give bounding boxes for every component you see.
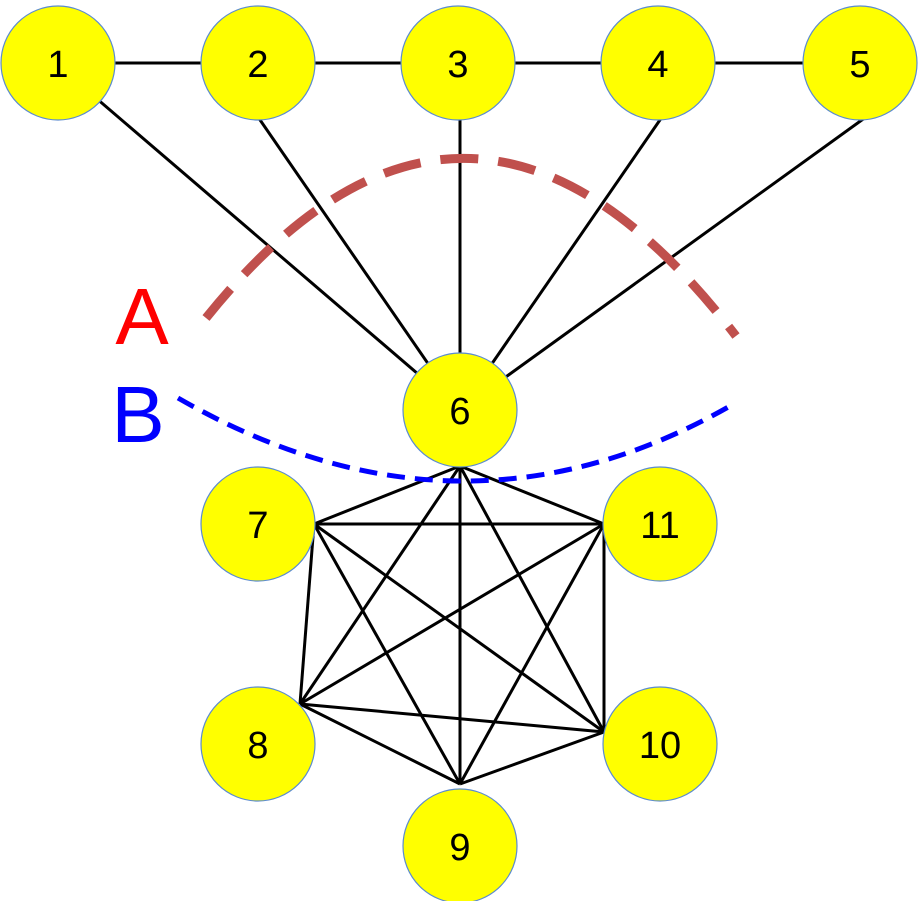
edge-8-10 (299, 702, 605, 734)
node-label: 5 (849, 44, 870, 86)
node-circle (802, 5, 918, 121)
node-label: 2 (247, 44, 268, 86)
node-label: 6 (449, 391, 470, 433)
node-circle (0, 5, 116, 121)
cut-arc-a (202, 154, 740, 339)
node-circle (200, 5, 316, 121)
node-1: 1 (0, 5, 116, 121)
node-circle (602, 466, 718, 582)
node-circle (200, 466, 316, 582)
edge-7-8 (298, 523, 316, 705)
node-6: 6 (402, 352, 518, 468)
cut-label-b: B (111, 370, 164, 459)
node-label: 10 (639, 725, 681, 767)
edge-layer (58, 61, 867, 786)
node-3: 3 (400, 5, 516, 121)
node-label: 9 (449, 827, 470, 869)
node-label: 11 (640, 505, 679, 547)
node-11: 11 (602, 466, 718, 582)
node-label: 1 (47, 44, 68, 86)
edge-9-11 (458, 523, 606, 785)
edge-2-6 (256, 116, 462, 411)
edge-5-6 (459, 115, 867, 412)
node-circle (200, 686, 316, 802)
edge-7-10 (313, 522, 605, 734)
node-label: 8 (247, 725, 268, 767)
node-2: 2 (200, 5, 316, 121)
node-circle (402, 352, 518, 468)
node-5: 5 (802, 5, 918, 121)
node-label: 3 (447, 44, 468, 86)
edge-1-6 (95, 96, 461, 412)
edge-6-11 (459, 464, 605, 526)
node-9: 9 (402, 788, 518, 901)
node-circle (602, 686, 718, 802)
node-circle (400, 5, 516, 121)
edge-6-10 (458, 465, 606, 733)
edge-8-11 (299, 522, 605, 706)
edge-9-10 (459, 730, 605, 786)
cut-label-a: A (115, 272, 169, 361)
node-label: 4 (647, 44, 668, 86)
node-4: 4 (600, 5, 716, 121)
node-8: 8 (200, 686, 316, 802)
edge-6-7 (313, 464, 461, 526)
node-7: 7 (200, 466, 316, 582)
edge-6-8 (298, 465, 462, 705)
node-10: 10 (602, 686, 718, 802)
edge-8-9 (299, 702, 461, 786)
cut-arc-b (176, 395, 732, 484)
node-circle (600, 5, 716, 121)
node-circle (402, 788, 518, 901)
node-label: 7 (247, 505, 268, 547)
node-layer: 1 2 3 4 5 6 7 8 9 10 11 (0, 5, 918, 901)
edge-4-6 (458, 116, 664, 411)
